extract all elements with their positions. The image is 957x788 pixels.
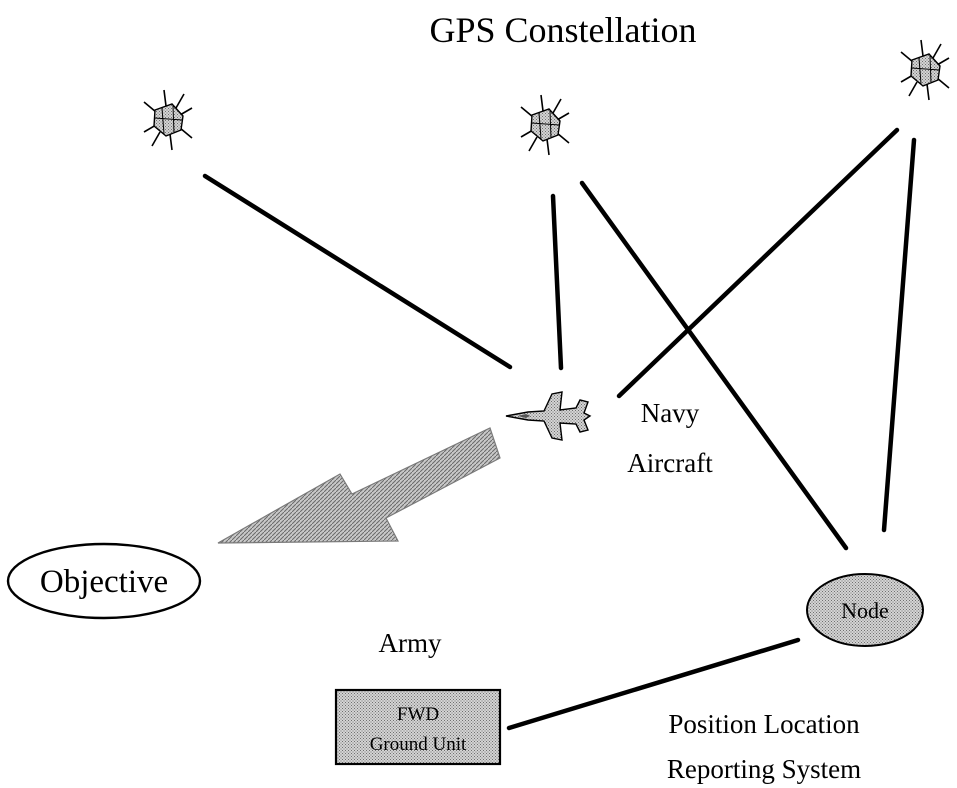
army-label: Army (379, 628, 442, 658)
objective-label: Objective (40, 564, 168, 600)
aircraft-label-line1: Navy (641, 398, 700, 428)
satellite-icon (143, 89, 193, 151)
ground-unit-label-line2: Ground Unit (370, 734, 467, 755)
link-sat2-aircraft (550, 193, 564, 371)
ground-unit-label-line1: FWD (397, 704, 439, 725)
direction-arrow (217, 427, 501, 544)
satellite-icon (520, 94, 570, 156)
objective-node: Objective (6, 542, 202, 620)
link-node-ground-unit (506, 637, 801, 731)
plrs-label-line1: Position Location (668, 709, 860, 739)
node-label: Node (841, 598, 889, 623)
plrs-node: Node (806, 573, 924, 647)
ground-unit-box: FWD Ground Unit (334, 688, 502, 766)
diagram-title: GPS Constellation (429, 10, 696, 50)
link-sat2-node (579, 180, 849, 551)
aircraft-label-line2: Aircraft (627, 448, 713, 478)
signal-links (202, 127, 917, 731)
link-sat1-aircraft (202, 173, 513, 370)
plrs-label-line2: Reporting System (667, 754, 861, 784)
link-sat3-node (881, 137, 917, 533)
fighter-jet-icon (505, 391, 592, 441)
satellite-icon (900, 39, 950, 101)
link-sat3-aircraft (616, 127, 900, 399)
